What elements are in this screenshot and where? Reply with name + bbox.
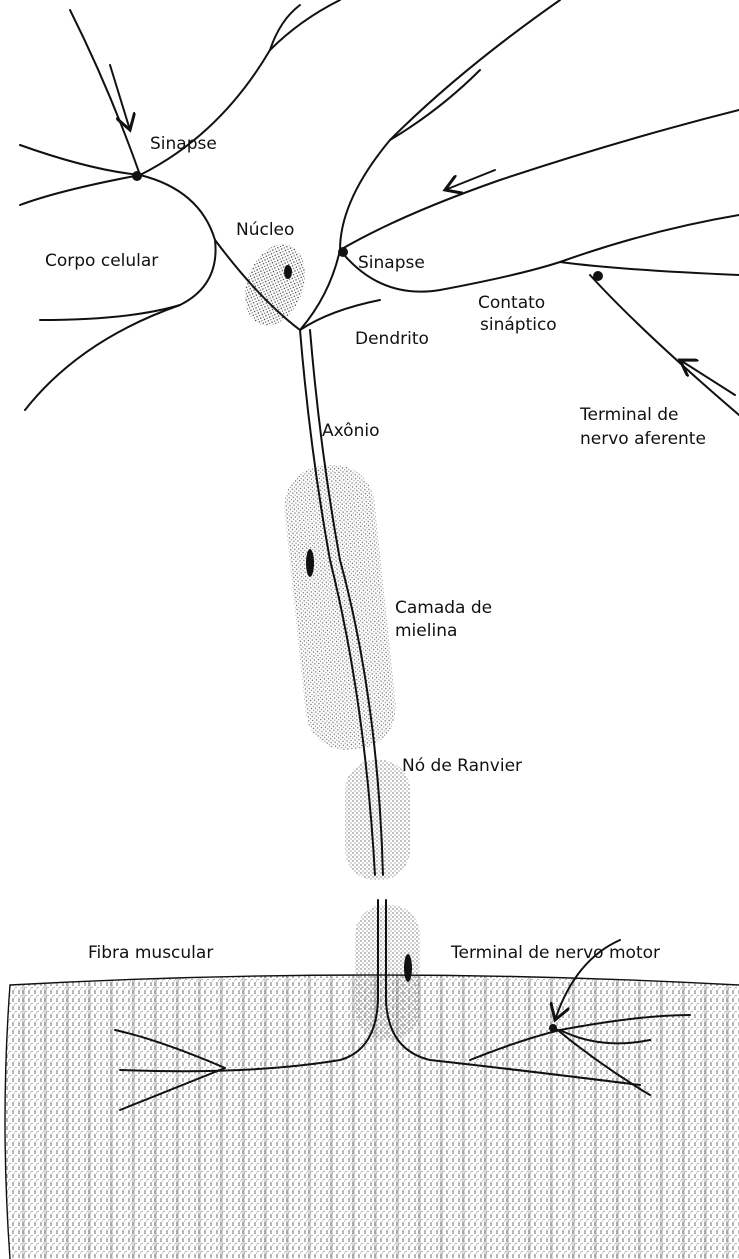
label-terminal-motor: Terminal de nervo motor bbox=[450, 943, 660, 963]
label-no-ranvier: Nó de Ranvier bbox=[402, 756, 522, 776]
label-nucleo: Núcleo bbox=[236, 220, 294, 240]
label-contato-line1: Contato bbox=[478, 293, 545, 313]
label-sinapse-top: Sinapse bbox=[150, 134, 217, 154]
label-camada-line2: mielina bbox=[395, 621, 457, 641]
label-corpo-celular: Corpo celular bbox=[45, 251, 158, 271]
myelin-sheath bbox=[280, 461, 420, 1040]
label-contato-line2: sináptico bbox=[480, 315, 557, 335]
label-fibra-muscular: Fibra muscular bbox=[88, 943, 213, 963]
label-sinapse-right: Sinapse bbox=[358, 253, 425, 273]
label-terminal-aferente-line1: Terminal de bbox=[579, 405, 679, 425]
label-camada-line1: Camada de bbox=[395, 598, 492, 618]
label-terminal-aferente-line2: nervo aferente bbox=[580, 429, 706, 449]
label-axonio: Axônio bbox=[322, 421, 379, 441]
cell-body bbox=[20, 0, 739, 415]
label-dendrito: Dendrito bbox=[355, 329, 429, 349]
